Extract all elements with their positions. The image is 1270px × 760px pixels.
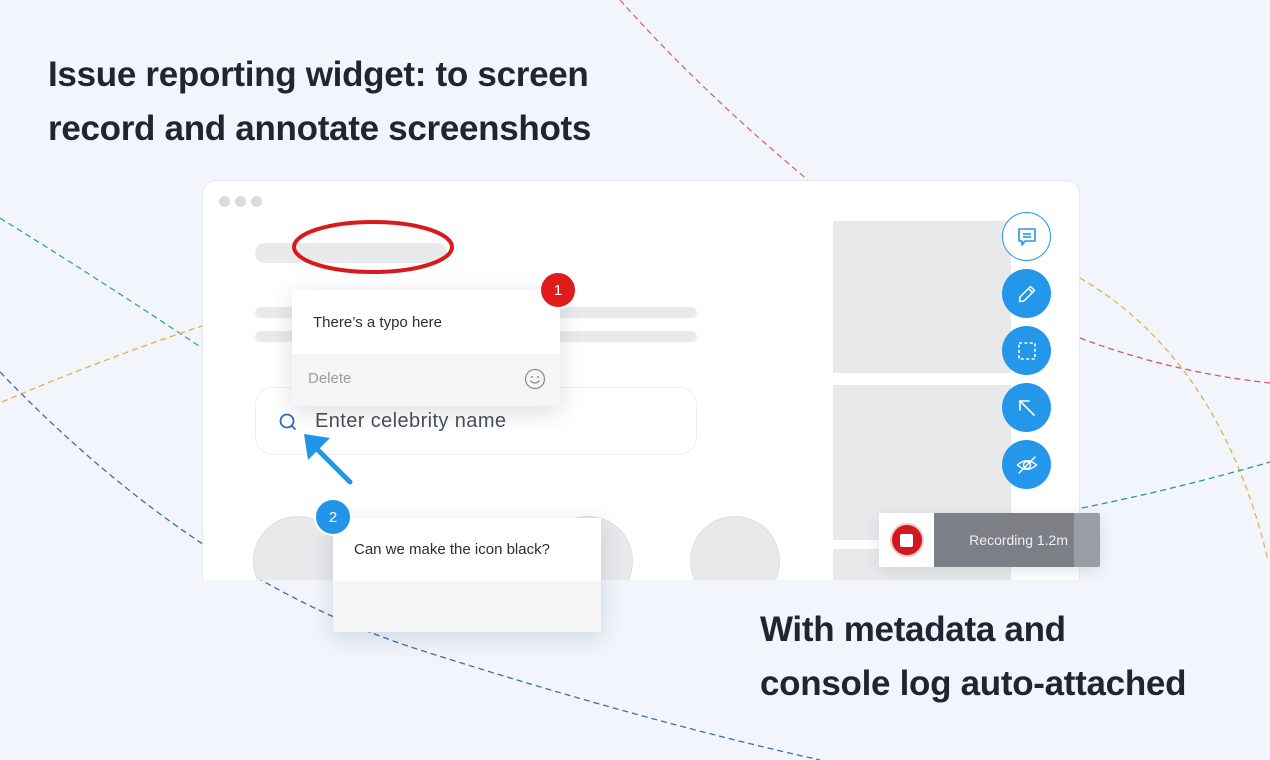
headline-top-line-1: Issue reporting widget: to screen: [48, 55, 589, 94]
comment-icon: [1017, 227, 1036, 246]
stop-icon: [891, 525, 922, 555]
window-controls: [219, 196, 262, 207]
select-area-tool-button[interactable]: [1002, 326, 1051, 375]
hide-tool-button[interactable]: [1002, 440, 1051, 489]
annotation-comment-1[interactable]: There’s a typo here Delete: [292, 290, 560, 406]
eye-off-icon: [1015, 455, 1038, 474]
search-icon: [279, 413, 296, 430]
recording-status: Recording 1.2m: [934, 513, 1074, 567]
screen-recorder-bar: Recording 1.2m: [879, 513, 1100, 567]
search-placeholder: Enter celebrity name: [315, 410, 507, 432]
draw-tool-button[interactable]: [1002, 269, 1051, 318]
red-ellipse-annotation[interactable]: [290, 218, 456, 276]
placeholder-avatar: [690, 516, 780, 580]
comment-tool-button[interactable]: [1002, 212, 1051, 261]
smiley-icon[interactable]: [524, 368, 546, 390]
headline-bottom-line-1: With metadata and: [760, 610, 1066, 649]
placeholder-card: [833, 221, 1011, 373]
window-dot-minimize[interactable]: [235, 196, 246, 207]
dashed-square-icon: [1017, 341, 1036, 360]
arrow-up-left-icon: [1018, 399, 1035, 416]
headline-top-line-2: record and annotate screenshots: [48, 109, 592, 148]
window-dot-maximize[interactable]: [251, 196, 262, 207]
arrow-tool-button[interactable]: [1002, 383, 1051, 432]
headline-top: Issue reporting widget: to screen record…: [48, 48, 591, 156]
annotation-badge-2[interactable]: 2: [314, 498, 352, 536]
stop-recording-button[interactable]: [879, 513, 934, 567]
comment-footer: [333, 581, 601, 632]
delete-comment-button[interactable]: Delete: [308, 370, 352, 387]
annotation-badge-1[interactable]: 1: [539, 271, 577, 309]
pencil-icon: [1018, 285, 1035, 302]
recorder-bar-end: [1074, 513, 1100, 567]
blue-arrow-annotation[interactable]: [298, 428, 358, 490]
comment-text: Can we make the icon black?: [354, 541, 550, 558]
annotation-toolbar: [1002, 212, 1051, 489]
comment-text: There’s a typo here: [313, 314, 442, 331]
comment-footer: Delete: [292, 354, 560, 406]
annotation-comment-2[interactable]: Can we make the icon black?: [333, 518, 601, 632]
headline-bottom: With metadata and console log auto-attac…: [760, 603, 1186, 711]
headline-bottom-line-2: console log auto-attached: [760, 664, 1187, 703]
window-dot-close[interactable]: [219, 196, 230, 207]
